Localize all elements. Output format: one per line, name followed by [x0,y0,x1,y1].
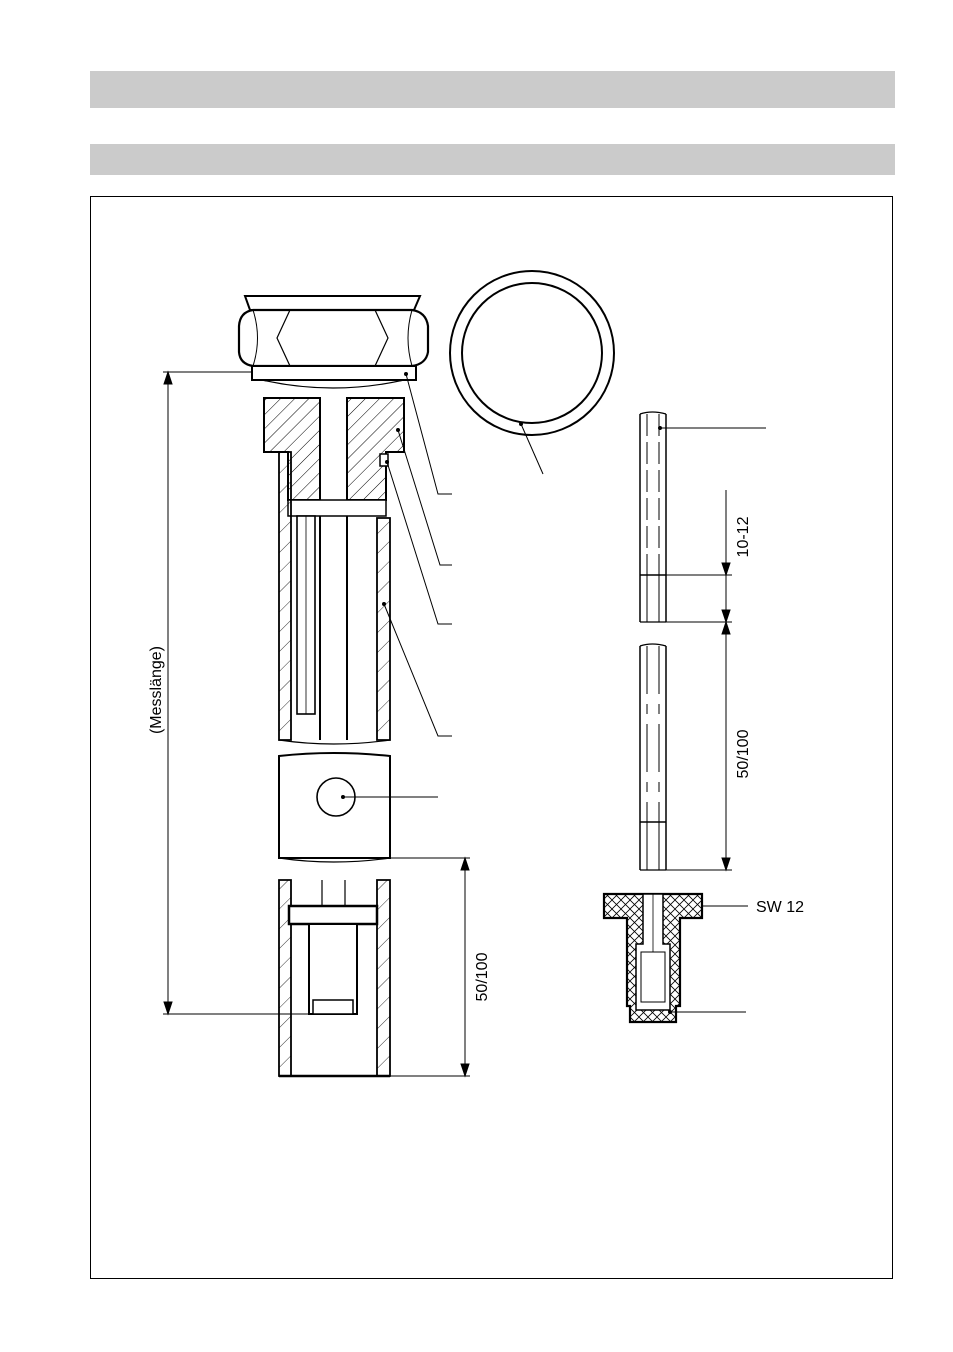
middle-tube [278,752,391,863]
measuring-length-label: (Messlänge) [148,646,165,734]
header-bar-section [90,144,895,175]
dimension-lines [163,370,766,1078]
upper-tube [278,451,391,745]
hex-nut [237,295,430,389]
sensor-detail-upper [639,411,667,623]
upper-plug [263,397,405,740]
lower-dimension-label: 50/100 [474,952,491,1001]
sensor-detail-lower [639,643,667,871]
small-dimension-label: 10-12 [735,516,752,557]
wrench-size-label: SW 12 [756,899,804,916]
right-dimension-label: 50/100 [735,729,752,778]
lower-tube [278,879,391,1078]
sealing-ring [449,270,615,436]
nozzle-nut [602,892,704,1024]
drawing-frame [90,196,893,1279]
header-bar-top [90,71,895,108]
